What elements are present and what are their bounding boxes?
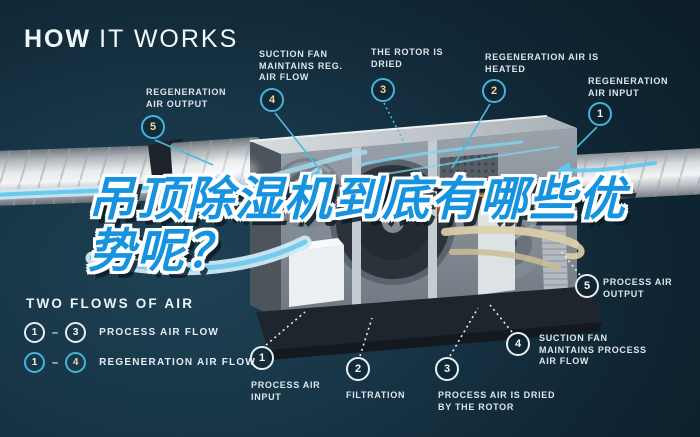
badge-regeneration-4: 4 (260, 88, 284, 112)
machine-base (256, 286, 602, 350)
leader-lines (154, 102, 598, 357)
callout-label-regeneration-fan: SUCTION FAN MAINTAINS REG. AIR FLOW (259, 49, 343, 83)
process-airflow-ribbons (441, 225, 585, 271)
callout-label-process-output: PROCESS AIR OUTPUT (603, 277, 673, 299)
legend-range-dash: – (52, 326, 59, 339)
legend-circle-regeneration-from: 1 (24, 352, 45, 373)
headline-line-2: 势呢？ (88, 223, 235, 279)
callout-label-process-fan: SUCTION FAN MAINTAINS PROCESS AIR FLOW (539, 333, 647, 367)
legend-circle-process-from: 1 (24, 322, 45, 343)
legend-row-regeneration: 1 – 4 REGENERATION AIR FLOW (24, 352, 256, 373)
badge-process-3: 3 (435, 357, 459, 381)
callout-label-regeneration-input: REGENERATION AIR INPUT (588, 76, 669, 98)
badge-process-4: 4 (506, 332, 530, 356)
callout-label-air-heated: REGENERATION AIR IS HEATED (485, 52, 599, 74)
legend-label-process: PROCESS AIR FLOW (99, 327, 220, 338)
badge-regeneration-5: 5 (141, 115, 165, 139)
badge-regeneration-3: 3 (371, 78, 395, 102)
badge-process-2: 2 (346, 357, 370, 381)
rotor-disc (330, 159, 456, 285)
legend-circle-regeneration-to: 4 (65, 352, 87, 373)
badge-regeneration-1: 1 (588, 102, 612, 126)
callout-label-process-input: PROCESS AIR INPUT (251, 380, 321, 402)
machine-base-lip (268, 322, 602, 360)
suction-fan-left (272, 158, 342, 228)
badge-process-5: 5 (575, 274, 599, 298)
page-title-bold: HOW (24, 25, 92, 53)
headline-overlay: 吊顶除湿机到底有哪些优 势呢？ (88, 174, 648, 277)
divider-panel (352, 147, 361, 317)
callout-label-regeneration-output: REGENERATION AIR OUTPUT (146, 87, 227, 109)
page-title-light: IT WORKS (99, 25, 239, 53)
airflow-arrowhead (556, 162, 570, 178)
machine-top-panel (250, 116, 577, 154)
right-duct (565, 147, 700, 202)
legend-label-regeneration: REGENERATION AIR FLOW (99, 357, 256, 368)
callout-label-process-dried: PROCESS AIR IS DRIED BY THE ROTOR (438, 390, 556, 412)
badge-process-1: 1 (250, 346, 274, 370)
callout-label-rotor-dried: THE ROTOR IS DRIED (371, 47, 444, 69)
badge-regeneration-2: 2 (482, 79, 506, 103)
interior-box-right (478, 194, 515, 295)
legend-range-dash: – (52, 356, 59, 369)
regeneration-airflow-ribbons (0, 140, 657, 276)
legend-circle-process-to: 3 (65, 322, 87, 343)
headline-line-1: 吊顶除湿机到底有哪些优 (88, 172, 627, 227)
divider-panel (428, 140, 437, 309)
legend-title: TWO FLOWS OF AIR (26, 296, 195, 311)
legend-row-process: 1 – 3 PROCESS AIR FLOW (24, 322, 219, 343)
callout-label-filtration: FILTRATION (346, 390, 406, 400)
